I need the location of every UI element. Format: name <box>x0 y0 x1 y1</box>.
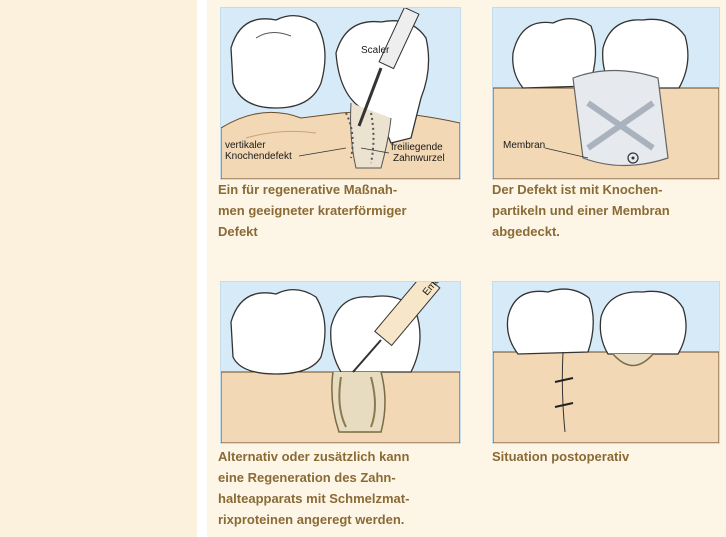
membrane-label: Membran <box>503 140 545 151</box>
scaler-label: Scaler <box>361 45 390 56</box>
illustration-membrane-cover: Membran <box>492 7 720 180</box>
caption-emd-application: Alternativ oder zusätzlich kann eine Reg… <box>218 446 463 530</box>
caption-line: Situation postoperativ <box>492 449 629 464</box>
caption-line: eine Regeneration des Zahn- <box>218 470 396 485</box>
root-label-line1: freiliegende <box>391 142 443 153</box>
caption-line: Der Defekt ist mit Knochen- <box>492 182 662 197</box>
defect-label-line1: vertikaler <box>225 140 266 151</box>
caption-line: abgedeckt. <box>492 224 560 239</box>
defect-label-line2: Knochendefekt <box>225 151 292 162</box>
caption-crater-defect: Ein für regenerative Maßnah- men geeigne… <box>218 179 463 242</box>
caption-postoperative: Situation postoperativ <box>492 446 724 467</box>
illustration-crater-defect: Scaler vertikaler Knochendefekt freilieg… <box>220 7 461 180</box>
caption-line: men geeigneter kraterförmiger <box>218 203 407 218</box>
crater-defect-drawing: Scaler vertikaler Knochendefekt freilieg… <box>221 8 460 179</box>
postoperative-drawing <box>493 282 719 443</box>
membrane-cover-drawing: Membran <box>493 8 719 179</box>
caption-line: partikeln und einer Membran <box>492 203 670 218</box>
illustration-emd-application: Emd <box>220 281 461 444</box>
caption-line: halteapparats mit Schmelzmat- <box>218 491 409 506</box>
caption-line: Defekt <box>218 224 258 239</box>
left-sidebar <box>0 0 197 537</box>
caption-line: Ein für regenerative Maßnah- <box>218 182 397 197</box>
caption-line: rixproteinen angeregt werden. <box>218 512 404 527</box>
illustration-postoperative <box>492 281 720 444</box>
root-label-line2: Zahnwurzel <box>393 153 445 164</box>
emd-application-drawing: Emd <box>221 282 460 443</box>
caption-membrane-cover: Der Defekt ist mit Knochen- partikeln un… <box>492 179 724 242</box>
caption-line: Alternativ oder zusätzlich kann <box>218 449 409 464</box>
